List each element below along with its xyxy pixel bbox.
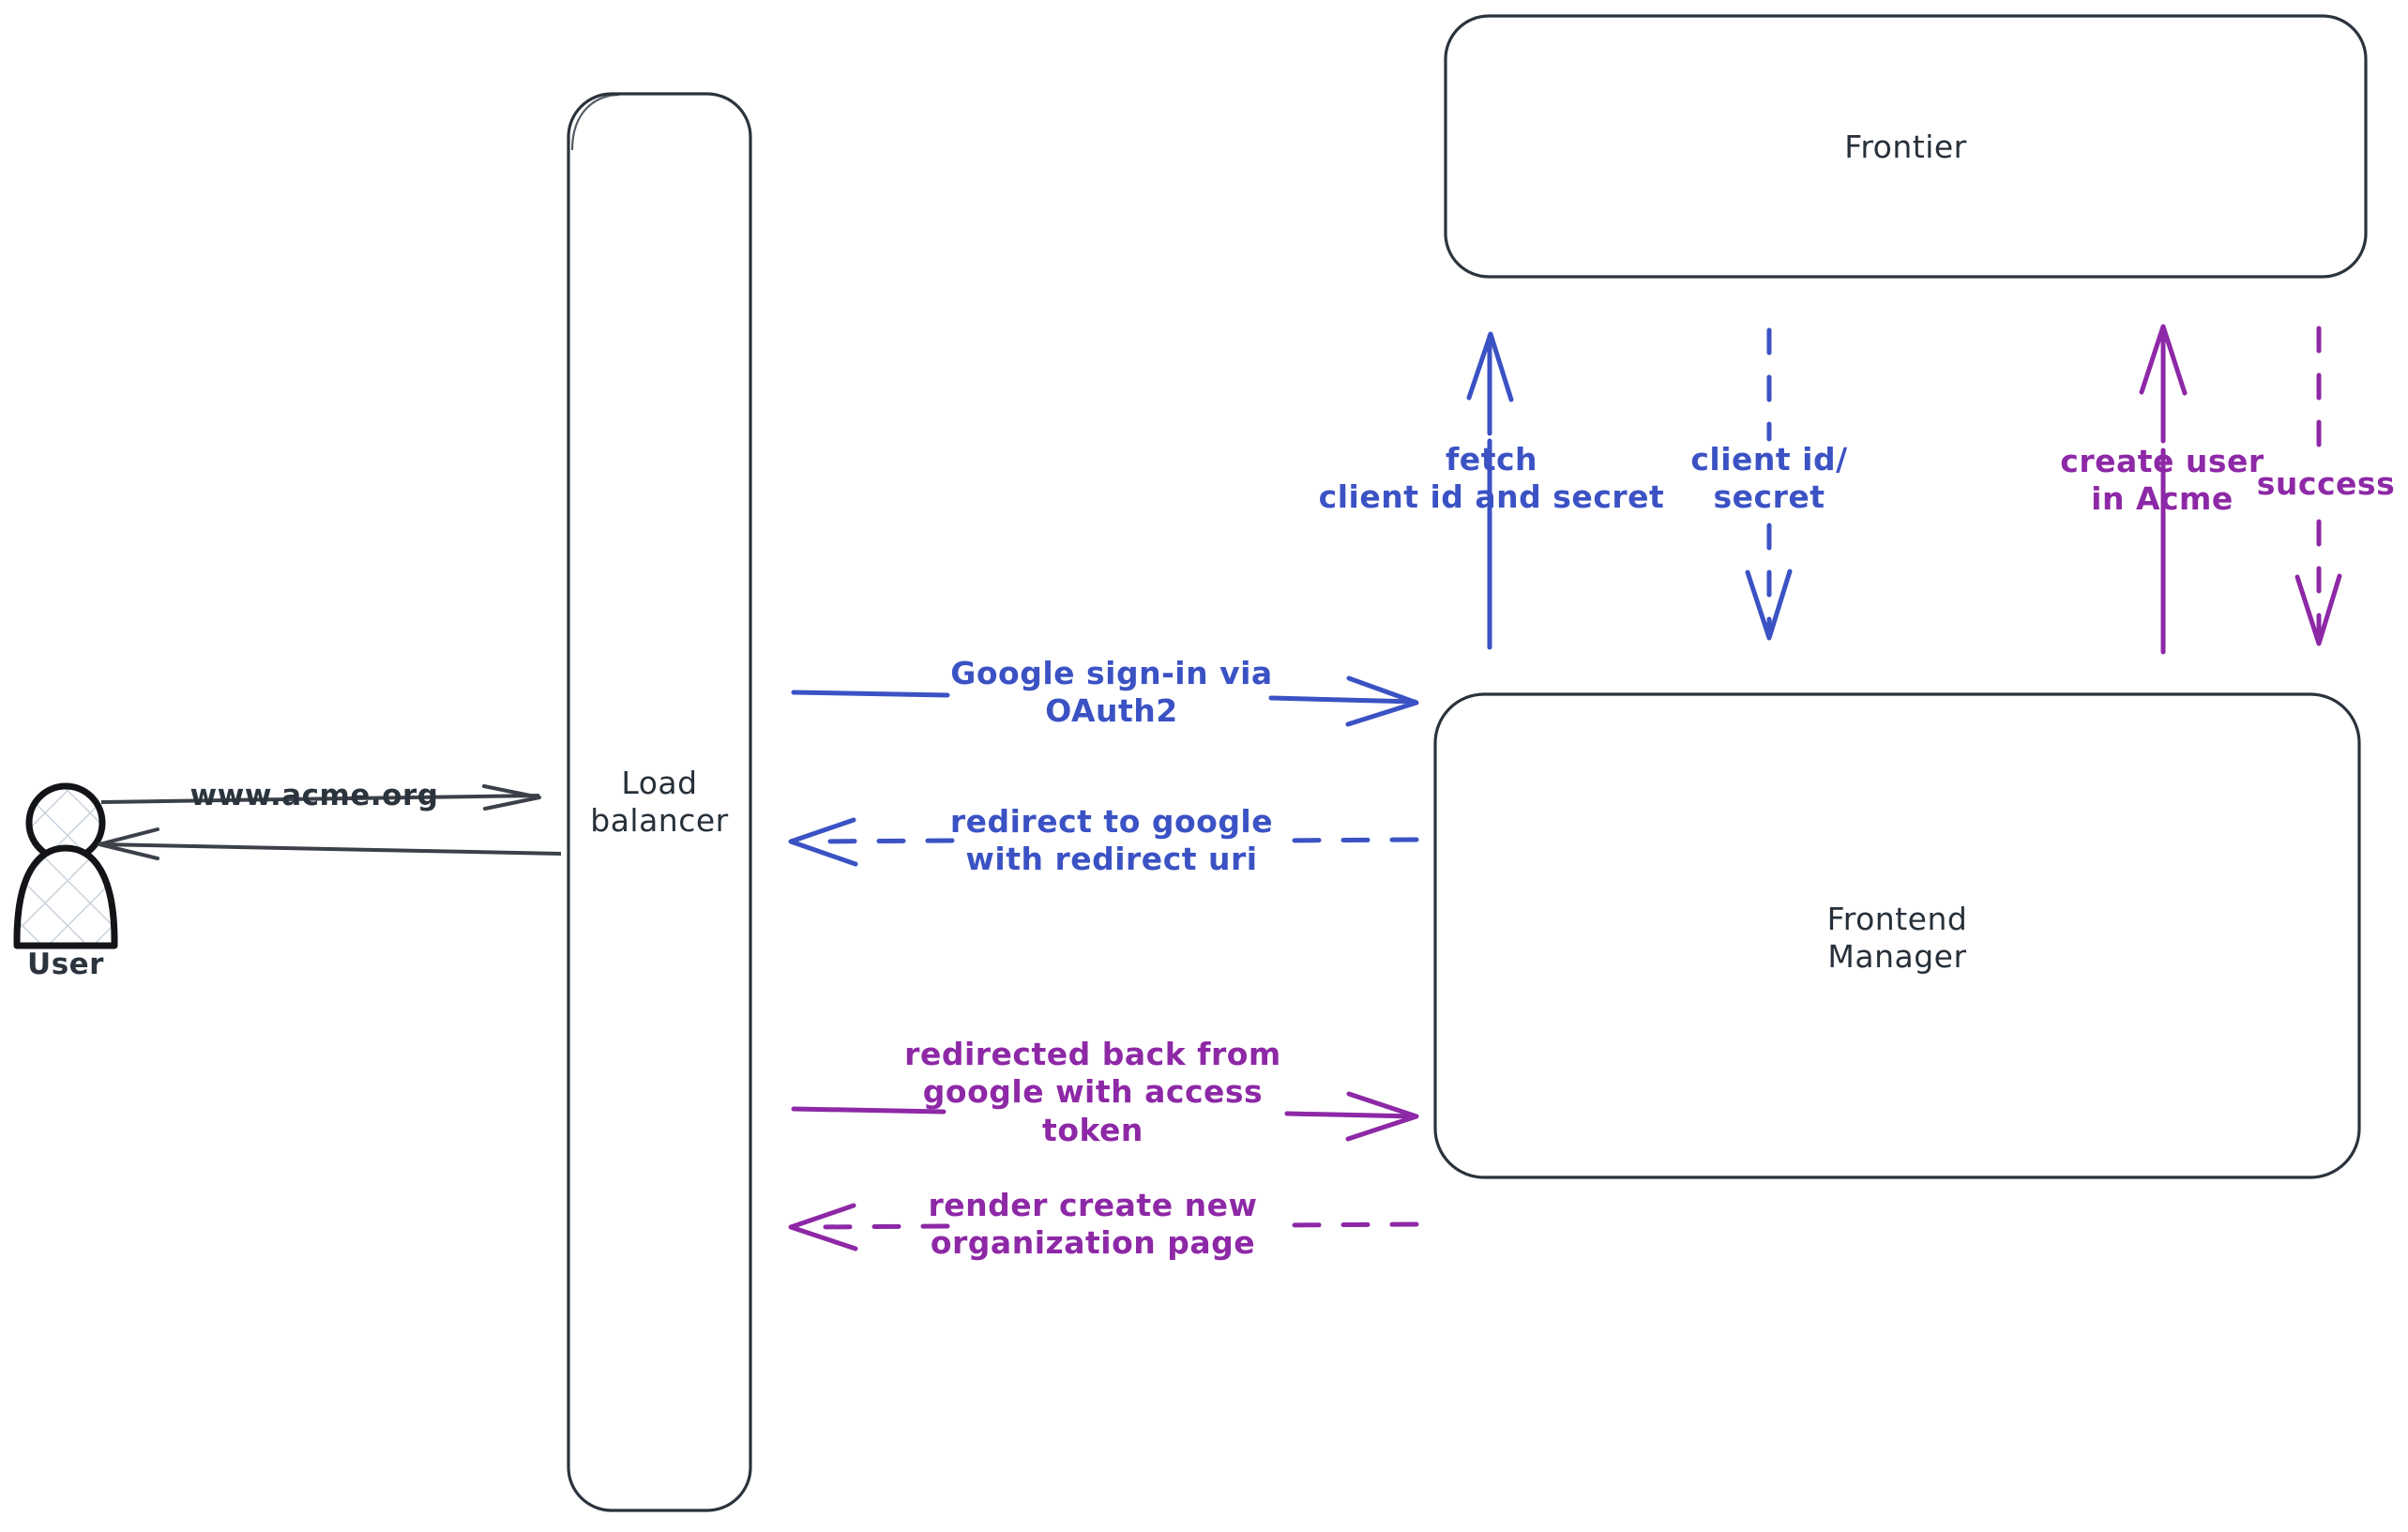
edge-create-user-success — [2294, 326, 2342, 646]
edge-redirect-to-google — [788, 817, 1419, 867]
edge-load-balancer-to-user — [98, 827, 562, 860]
edge-render-create-org-page — [788, 1203, 1419, 1251]
edge-redirected-back-token — [791, 1091, 1419, 1142]
node-frontier[interactable] — [1444, 14, 2368, 279]
edge-create-user-in-acme — [2139, 324, 2188, 655]
edge-user-to-load-balancer — [100, 784, 541, 811]
edge-fetch-client-id-secret — [1466, 331, 1514, 650]
edge-client-id-secret-response — [1745, 327, 1793, 641]
user-person-icon — [13, 782, 118, 949]
node-frontend-manager[interactable] — [1433, 692, 2361, 1179]
node-load-balancer[interactable] — [567, 92, 752, 1512]
edge-signin-oauth2 — [791, 675, 1419, 727]
